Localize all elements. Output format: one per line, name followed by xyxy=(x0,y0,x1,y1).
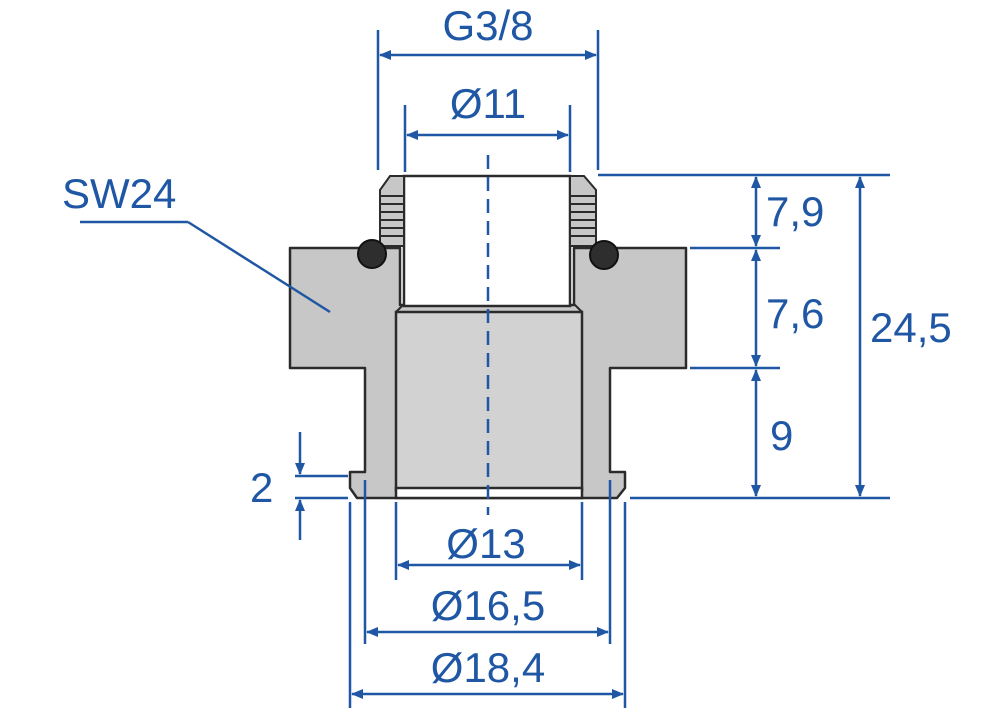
dim-diameters: Ø13 Ø16,5 Ø18,4 xyxy=(348,480,627,708)
fitting-body xyxy=(288,174,688,500)
dim-thread: G3/8 xyxy=(376,2,600,170)
label-thread: G3/8 xyxy=(442,2,533,49)
label-bore-top: Ø11 xyxy=(450,80,526,127)
label-d-outer: Ø18,4 xyxy=(431,644,545,691)
label-total: 24,5 xyxy=(870,304,952,351)
thread-left xyxy=(379,175,405,247)
label-h2: 7,6 xyxy=(766,290,824,337)
label-d-bore: Ø13 xyxy=(446,520,525,567)
thread-right xyxy=(569,175,597,247)
dim-heights: 7,9 7,6 9 24,5 xyxy=(598,173,952,500)
label-groove: 2 xyxy=(250,464,273,511)
dim-bore-top: Ø11 xyxy=(403,80,572,172)
label-h3: 9 xyxy=(770,412,793,459)
upper-bore xyxy=(402,174,572,308)
label-d-inner: Ø16,5 xyxy=(431,582,545,629)
oring-right xyxy=(589,240,619,270)
dim-wrench: SW24 xyxy=(62,170,331,314)
label-wrench: SW24 xyxy=(62,170,176,217)
label-h1: 7,9 xyxy=(766,188,824,235)
oring-left xyxy=(357,239,387,269)
dim-groove: 2 xyxy=(250,432,348,540)
